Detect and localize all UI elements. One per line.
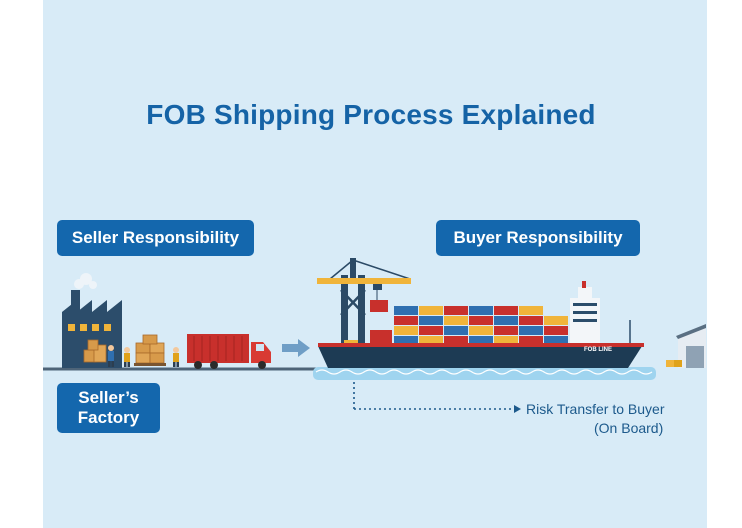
seller-factory-line2: Factory [77, 408, 140, 427]
risk-transfer-label: Risk Transfer to Buyer [526, 401, 665, 417]
buyer-responsibility-badge: Buyer Responsibility [436, 220, 640, 256]
direction-arrow-icon [282, 339, 310, 357]
worker-icon [108, 345, 179, 367]
seller-responsibility-badge: Seller Responsibility [57, 220, 254, 256]
risk-transfer-line [353, 382, 521, 413]
cargo-ship-icon: FOB LINE [318, 281, 644, 368]
risk-arrowhead-icon [514, 405, 521, 413]
truck-icon [187, 334, 271, 369]
seller-factory-line1: Seller’s [78, 388, 139, 407]
warehouse-icon [666, 324, 706, 368]
water-icon [313, 367, 656, 380]
cargo-boxes-icon [83, 334, 166, 366]
seller-factory-badge: Seller’s Factory [57, 383, 160, 433]
risk-transfer-sublabel: (On Board) [594, 420, 664, 436]
container-stack [394, 306, 568, 343]
page-title: FOB Shipping Process Explained [146, 99, 596, 130]
ship-name-label: FOB LINE [584, 347, 612, 353]
background-panel [43, 0, 707, 528]
